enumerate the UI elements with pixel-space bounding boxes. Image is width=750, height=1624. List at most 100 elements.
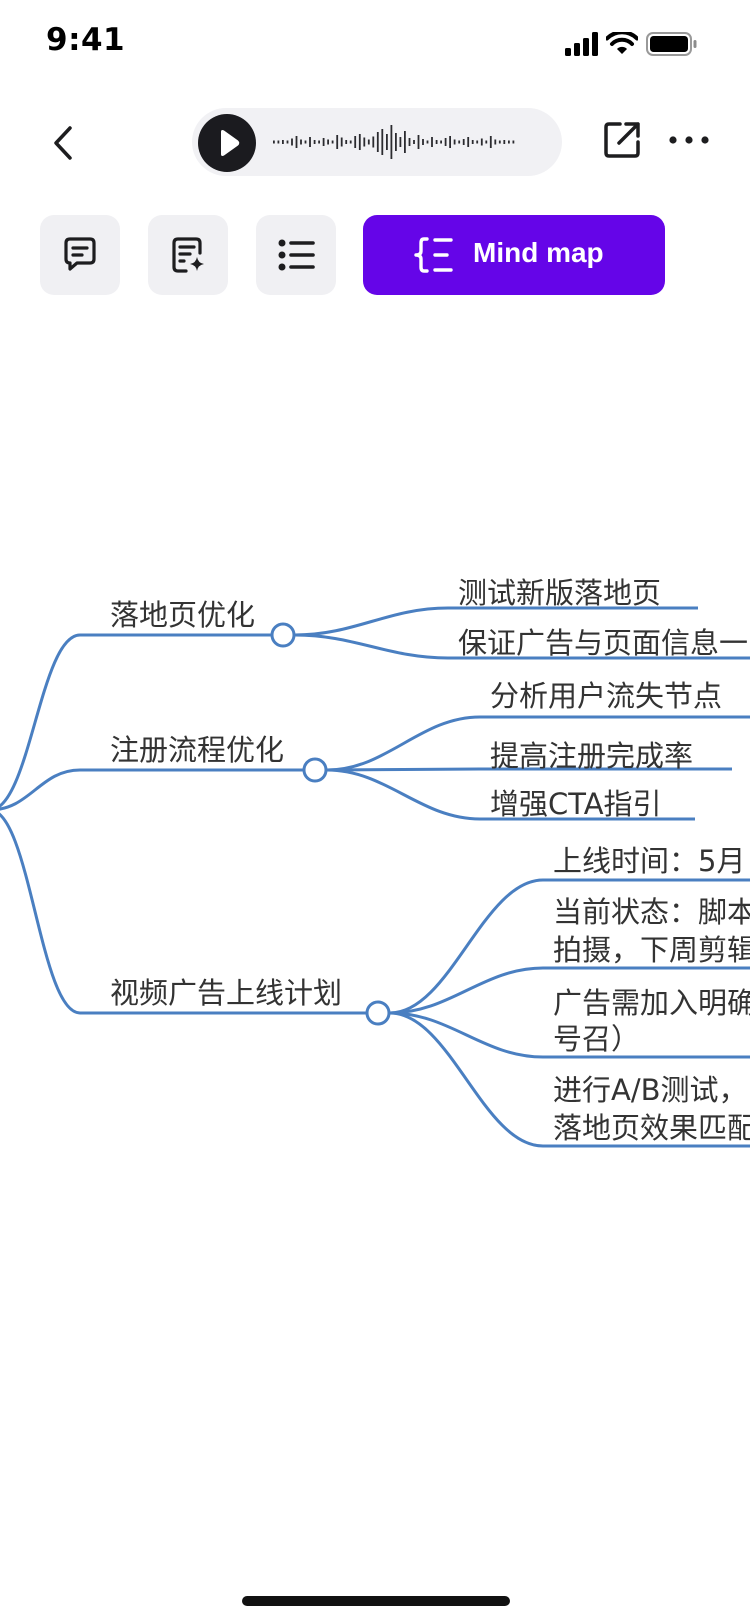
child-label[interactable]: 提高注册完成率 — [490, 739, 693, 773]
branch-label[interactable]: 注册流程优化 — [110, 733, 284, 767]
mind-map-links — [0, 606, 750, 1148]
waveform-bar — [471, 140, 474, 144]
branch-link — [0, 633, 271, 808]
waveform-bar — [467, 137, 470, 147]
more-horizontal-icon — [669, 136, 709, 144]
child-link — [389, 1011, 750, 1148]
waveform-bar — [322, 138, 325, 146]
waveform-bar — [277, 140, 280, 144]
child-link — [389, 878, 750, 1015]
more-button[interactable] — [664, 118, 714, 162]
view-tabs: Mind map — [0, 215, 750, 297]
waveform-bar — [381, 129, 384, 155]
audio-player — [192, 108, 562, 176]
child-label[interactable]: 测试新版落地页 — [458, 576, 661, 610]
tab-mind-map[interactable]: Mind map — [363, 215, 665, 295]
waveform-bar — [331, 140, 334, 144]
child-label[interactable]: 进行A/B测试， — [553, 1073, 748, 1107]
child-link — [389, 966, 750, 1015]
mind-map-nodes — [270, 622, 391, 1026]
chevron-left-icon — [54, 126, 72, 160]
waveform-bar — [458, 140, 461, 144]
waveform-bar — [291, 138, 293, 146]
tab-list[interactable] — [256, 215, 336, 295]
waveform-bar — [444, 138, 447, 146]
audio-waveform[interactable] — [272, 118, 516, 166]
waveform-bar — [431, 137, 433, 147]
waveform-bar — [426, 140, 429, 144]
waveform-bar — [462, 139, 465, 145]
waveform-bar — [386, 134, 388, 150]
child-label[interactable]: 拍摄，下周剪辑 — [553, 933, 750, 967]
tab-mind-map-label: Mind map — [473, 237, 604, 268]
branch-node[interactable] — [270, 622, 296, 648]
list-icon — [278, 239, 315, 271]
child-label[interactable]: 号召） — [553, 1022, 640, 1056]
waveform-bar — [512, 140, 515, 144]
child-label[interactable]: 落地页效果匹配 — [553, 1111, 750, 1145]
home-indicator — [242, 1596, 510, 1606]
waveform-bar — [422, 139, 424, 145]
waveform-bar — [349, 140, 352, 144]
waveform-bar — [440, 140, 442, 144]
waveform-bar — [282, 140, 284, 144]
waveform-bar — [286, 140, 289, 144]
battery-icon — [646, 32, 697, 56]
play-icon — [221, 130, 240, 156]
waveform-bar — [309, 137, 311, 147]
waveform-bar — [508, 140, 510, 144]
waveform-bar — [304, 140, 307, 144]
waveform-bar — [390, 125, 393, 159]
child-label[interactable]: 保证广告与页面信息一 — [458, 626, 748, 660]
play-button[interactable] — [198, 114, 256, 172]
child-link — [326, 715, 750, 772]
waveform-bar — [449, 136, 451, 148]
tab-comments[interactable] — [40, 215, 120, 295]
share-icon — [604, 122, 640, 158]
waveform-bar — [354, 136, 357, 148]
waveform-bar — [404, 131, 406, 153]
waveform-bar — [295, 136, 298, 148]
waveform-bar — [480, 138, 483, 146]
child-link — [389, 1011, 750, 1059]
waveform-bar — [363, 137, 366, 147]
child-link — [294, 633, 750, 660]
message-square-icon — [64, 237, 96, 271]
waveform-bar — [345, 140, 348, 144]
waveform-bar — [336, 135, 339, 149]
waveform-bar — [367, 139, 370, 145]
branch-node[interactable] — [365, 1000, 391, 1026]
waveform-bar — [494, 139, 497, 145]
back-button[interactable] — [40, 110, 88, 174]
waveform-bar — [358, 134, 361, 150]
waveform-bar — [318, 140, 320, 144]
child-link — [326, 767, 732, 772]
share-button[interactable] — [600, 118, 644, 162]
waveform-bar — [413, 140, 415, 144]
waveform-bar — [417, 135, 420, 149]
branch-label[interactable]: 视频广告上线计划 — [110, 976, 342, 1010]
wifi-icon — [606, 32, 638, 54]
child-label[interactable]: 增强CTA指引 — [490, 787, 662, 821]
child-label[interactable]: 广告需加入明确 — [553, 986, 750, 1020]
waveform-bar — [327, 139, 329, 145]
waveform-bar — [273, 140, 275, 144]
waveform-bar — [503, 140, 506, 144]
child-label[interactable]: 上线时间：5月 — [553, 844, 745, 878]
waveform-bar — [395, 133, 397, 151]
child-label[interactable]: 当前状态：脚本 — [553, 895, 750, 929]
branch-node[interactable] — [302, 757, 328, 783]
waveform-bar — [435, 140, 438, 144]
waveform-bar — [376, 132, 379, 152]
waveform-bar — [372, 136, 375, 148]
branch-link — [0, 768, 303, 811]
branch-label[interactable]: 落地页优化 — [110, 598, 255, 632]
child-label[interactable]: 分析用户流失节点 — [490, 679, 722, 713]
waveform-bar — [408, 138, 411, 146]
waveform-bar — [300, 139, 302, 145]
tab-summary[interactable] — [148, 215, 228, 295]
waveform-bar — [399, 137, 402, 147]
waveform-bar — [489, 136, 492, 148]
